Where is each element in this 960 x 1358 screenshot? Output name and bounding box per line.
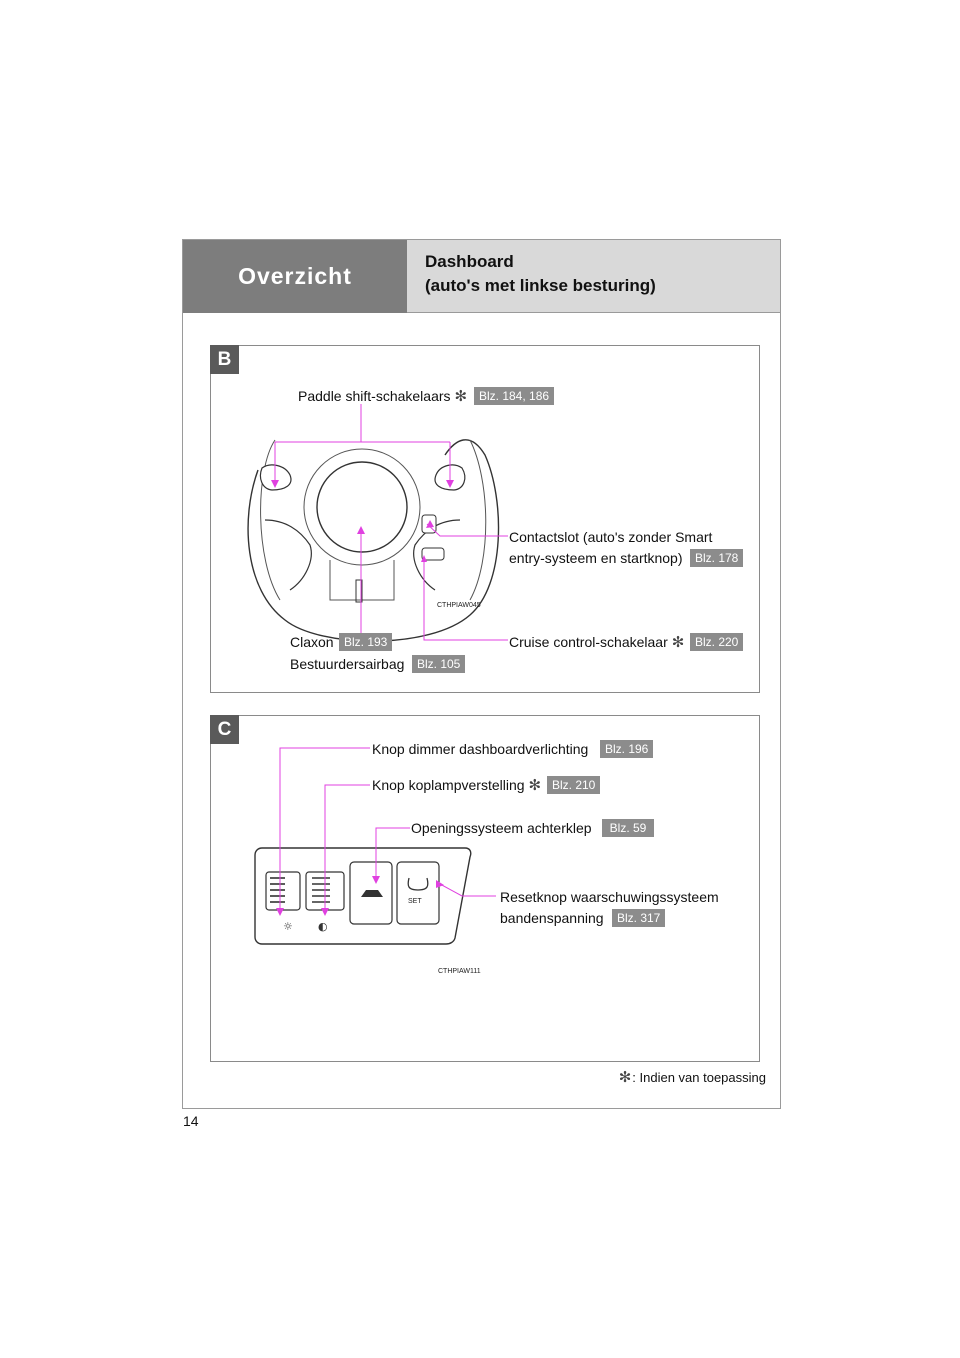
optional-star-icon: ✻ bbox=[671, 634, 685, 651]
paddle-left-icon bbox=[259, 464, 292, 491]
optional-star-icon: ✻ bbox=[454, 388, 468, 405]
lower-spoke-badge bbox=[355, 579, 363, 603]
section-c-label: C bbox=[210, 715, 239, 744]
contact-slot-ref[interactable]: Blz. 178 bbox=[690, 549, 744, 567]
contact-slot-label: Contactslot (auto's zonder Smart bbox=[509, 529, 713, 545]
dimmer-symbol-icon: ☼ bbox=[283, 920, 293, 933]
optional-star-icon: ✻ bbox=[528, 777, 542, 794]
paddle-shift-label: Paddle shift-schakelaars✻ bbox=[298, 388, 468, 405]
page-title-box: Dashboard (auto's met linkse besturing) bbox=[407, 240, 780, 313]
tire-pressure-icon bbox=[407, 877, 429, 891]
contact-slot-label-2: entry-systeem en startknop) bbox=[509, 550, 683, 566]
section-title: Overzicht bbox=[183, 240, 407, 313]
tpms-reset-label-2: bandenspanning bbox=[500, 910, 604, 926]
achterklep-ref[interactable]: Blz. 59 bbox=[602, 819, 654, 837]
cruise-control-label: Cruise control-schakelaar✻ bbox=[509, 634, 685, 651]
koplamp-label: Knop koplampverstelling✻ bbox=[372, 777, 542, 794]
claxon-label: Claxon bbox=[290, 634, 334, 650]
page-frame bbox=[182, 239, 781, 1109]
page-title: Dashboard bbox=[425, 252, 514, 271]
airbag-label: Bestuurdersairbag bbox=[290, 656, 405, 672]
tpms-reset-button bbox=[396, 861, 440, 925]
achterklep-label: Openingssysteem achterklep bbox=[411, 820, 592, 836]
image-code-b: CTHPIAW045 bbox=[437, 602, 481, 609]
steering-wheel-spoke-left bbox=[264, 519, 312, 591]
cruise-control-ref[interactable]: Blz. 220 bbox=[690, 633, 744, 651]
tpms-reset-label: Resetknop waarschuwingssysteem bbox=[500, 889, 719, 905]
dimmer-label: Knop dimmer dashboardverlichting bbox=[372, 741, 589, 757]
paddle-shift-ref[interactable]: Blz. 184, 186 bbox=[474, 387, 555, 405]
set-text: SET bbox=[408, 898, 422, 905]
steering-wheel-hub bbox=[316, 461, 408, 553]
claxon-ref[interactable]: Blz. 193 bbox=[339, 633, 393, 651]
airbag-ref[interactable]: Blz. 105 bbox=[412, 655, 466, 673]
optional-star-icon: ✻ bbox=[618, 1069, 632, 1086]
cruise-control-icon bbox=[421, 547, 445, 561]
car-trunk-icon bbox=[361, 890, 383, 897]
image-code-c: CTHPIAW111 bbox=[438, 968, 481, 975]
steering-wheel-spoke-right bbox=[413, 519, 461, 591]
section-b-label: B bbox=[210, 345, 239, 374]
page-subtitle: (auto's met linkse besturing) bbox=[425, 276, 656, 295]
steering-wheel-rim bbox=[247, 439, 500, 642]
dimmer-ref[interactable]: Blz. 196 bbox=[600, 740, 654, 758]
tpms-reset-ref[interactable]: Blz. 317 bbox=[612, 909, 666, 927]
page-number: 14 bbox=[183, 1113, 199, 1129]
koplamp-ref[interactable]: Blz. 210 bbox=[547, 776, 601, 794]
steering-wheel-rim-inner bbox=[260, 439, 487, 601]
headlight-symbol-icon: ◐ bbox=[318, 920, 328, 933]
footnote: ✻: Indien van toepassing bbox=[618, 1069, 766, 1086]
